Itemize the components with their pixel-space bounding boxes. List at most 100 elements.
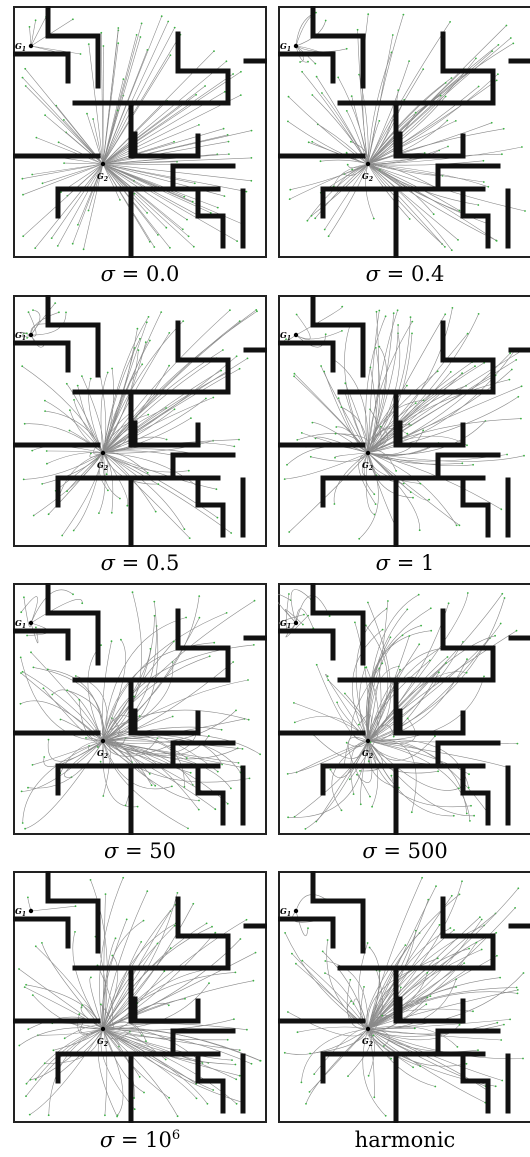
start-point [367, 942, 369, 944]
start-point [26, 1083, 28, 1085]
start-point [21, 365, 23, 367]
start-point [450, 371, 452, 373]
start-point [260, 1060, 262, 1062]
start-point [25, 1095, 27, 1097]
start-point [473, 815, 475, 817]
start-point [459, 1024, 461, 1026]
start-point [86, 113, 88, 115]
start-point [227, 803, 229, 805]
start-point [335, 426, 337, 428]
maze-plot: G1G2 [13, 295, 267, 547]
start-point [500, 623, 502, 625]
start-point [240, 94, 242, 96]
start-point [173, 641, 175, 643]
start-point [400, 987, 402, 989]
start-point [403, 483, 405, 485]
start-point [301, 432, 303, 434]
start-point [325, 20, 327, 22]
panel-caption: σ = 106 [13, 1127, 267, 1153]
start-point [190, 772, 192, 774]
start-point [516, 630, 518, 632]
maze-plot: G1G2 [13, 871, 267, 1123]
start-point [169, 247, 171, 249]
start-point [106, 473, 108, 475]
goal-g2-marker [101, 162, 105, 166]
start-point [192, 201, 194, 203]
start-point [138, 349, 140, 351]
start-point [246, 919, 248, 921]
start-point [524, 210, 526, 212]
start-point [408, 635, 410, 637]
start-point [470, 805, 472, 807]
start-point [22, 671, 24, 673]
start-point [500, 508, 502, 510]
start-point [44, 410, 46, 412]
goal-g1-marker [29, 44, 33, 48]
start-point [444, 313, 446, 315]
start-point [330, 769, 332, 771]
start-point [134, 1108, 136, 1110]
start-point [378, 310, 380, 312]
start-point [364, 667, 366, 669]
start-point [143, 1092, 145, 1094]
sigma-symbol: σ [366, 262, 380, 286]
start-point [327, 675, 329, 677]
start-point [116, 1116, 118, 1118]
start-point [21, 791, 23, 793]
start-point [415, 112, 417, 114]
start-point [496, 80, 498, 82]
sigma-symbol: σ [376, 551, 390, 575]
start-point [415, 402, 417, 404]
start-point [324, 972, 326, 974]
start-point [311, 94, 313, 96]
start-point [31, 450, 33, 452]
start-point [439, 924, 441, 926]
start-point [239, 368, 241, 370]
start-point [334, 503, 336, 505]
start-point [346, 48, 348, 50]
start-point [137, 806, 139, 808]
start-point [90, 977, 92, 979]
start-point [165, 407, 167, 409]
start-point [214, 808, 216, 810]
start-point [373, 1096, 375, 1098]
sigma-symbol: σ [104, 839, 118, 863]
start-point [363, 986, 365, 988]
start-point [74, 931, 76, 933]
start-point [426, 972, 428, 974]
start-point [100, 32, 102, 34]
start-point [418, 643, 420, 645]
start-point [235, 710, 237, 712]
start-point [322, 951, 324, 953]
start-point [69, 430, 71, 432]
start-point [430, 607, 432, 609]
start-point [64, 1037, 66, 1039]
maze-panel-p4: G1G2 [278, 295, 530, 547]
start-point [72, 18, 74, 20]
goal-g2-marker [101, 1027, 105, 1031]
start-point [143, 920, 145, 922]
start-point [232, 73, 234, 75]
start-point [196, 1098, 198, 1100]
start-point [334, 457, 336, 459]
start-point [61, 535, 63, 537]
start-point [437, 770, 439, 772]
start-point [222, 349, 224, 351]
start-point [238, 439, 240, 441]
start-point [385, 315, 387, 317]
start-point [307, 61, 309, 63]
start-point [466, 813, 468, 815]
start-point [311, 215, 313, 217]
start-point [226, 60, 228, 62]
start-point [445, 96, 447, 98]
start-point [231, 1059, 233, 1061]
caption-text: = 1 [390, 551, 434, 575]
start-point [327, 939, 329, 941]
start-point [444, 246, 446, 248]
start-point [149, 773, 151, 775]
start-point [459, 524, 461, 526]
start-point [66, 689, 68, 691]
start-point [147, 472, 149, 474]
start-point [324, 960, 326, 962]
start-point [32, 309, 34, 311]
